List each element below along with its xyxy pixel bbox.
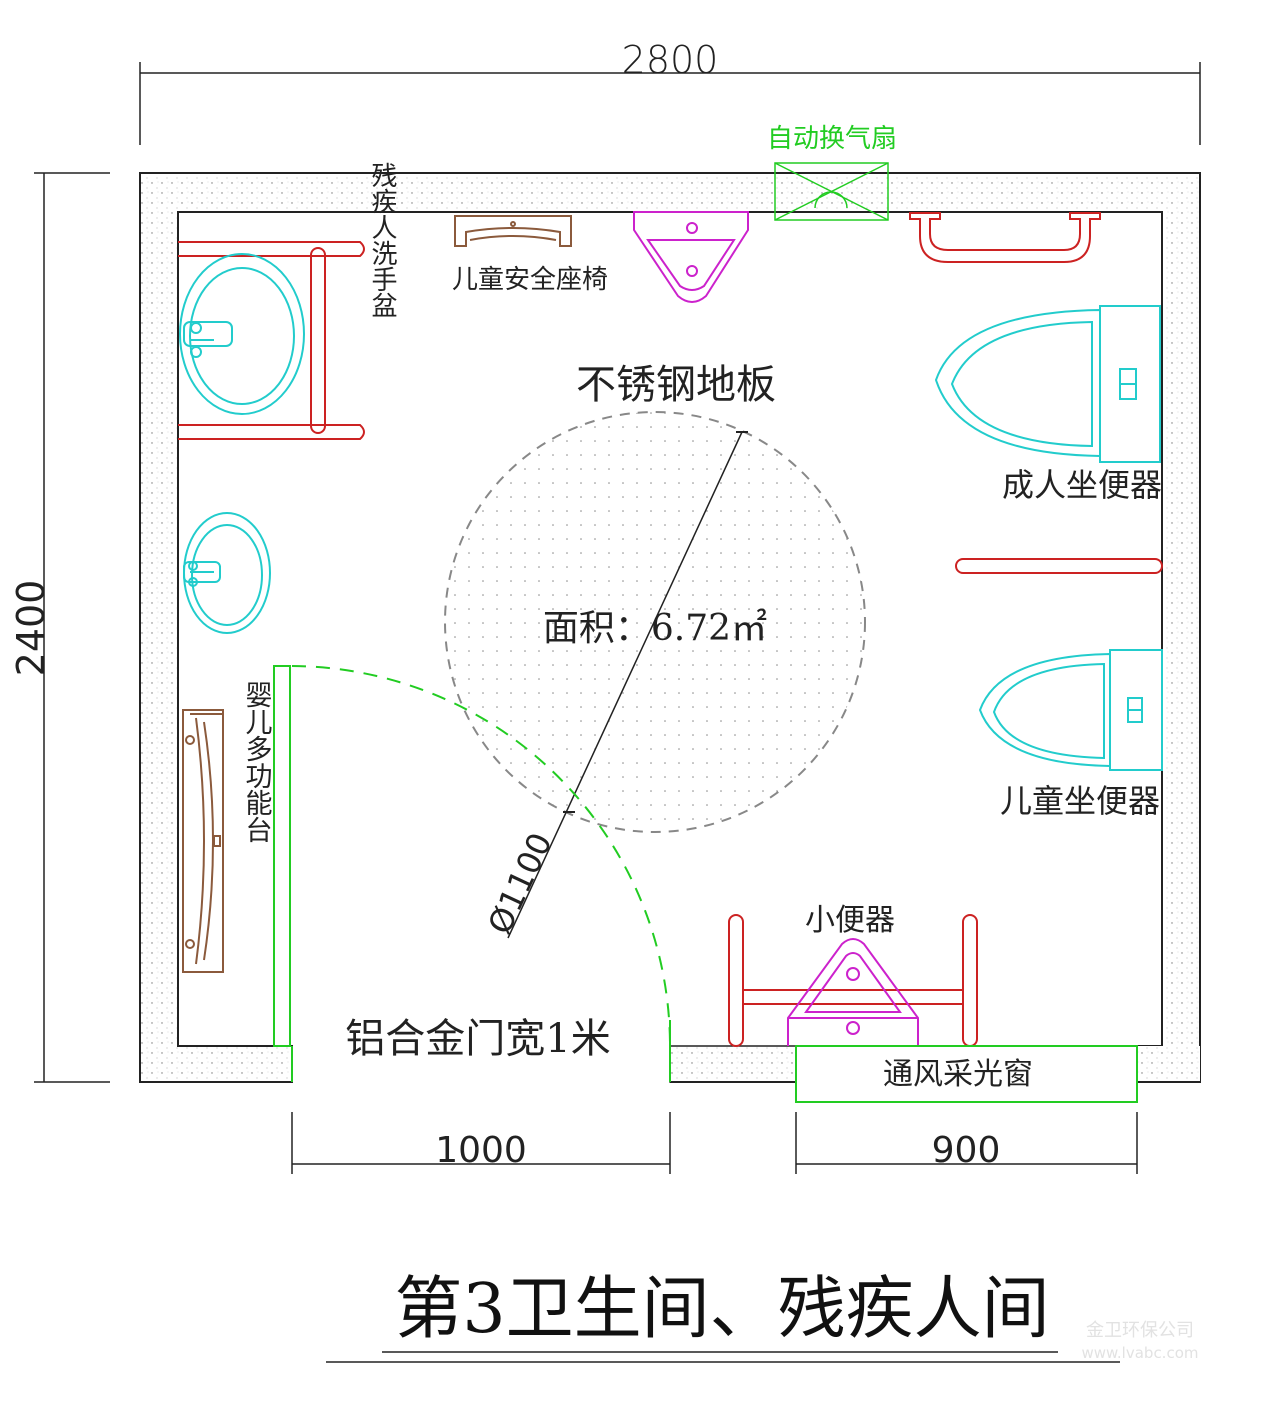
top-urinal-icon: [633, 211, 749, 303]
child-seat-icon: [454, 215, 572, 247]
top-grab-bar: [909, 212, 1101, 263]
small-basin-icon: [183, 512, 271, 634]
door-label: 铝合金门宽1米: [345, 1016, 610, 1062]
adult-toilet-label: 成人坐便器: [1002, 466, 1162, 504]
child-toilet-label: 儿童坐便器: [1000, 782, 1160, 820]
urinal-grab-bars: [728, 914, 978, 1047]
watermark-company: 金卫环保公司: [1086, 1320, 1194, 1341]
turning-diameter-label: Ø1100: [480, 827, 560, 940]
baby-station-label: 婴儿多功能台: [241, 681, 273, 843]
middle-grab-bar: [955, 558, 1163, 574]
floor-label: 不锈钢地板: [576, 362, 776, 408]
dimension-door: [291, 1112, 671, 1174]
child-seat-label: 儿童安全座椅: [452, 265, 608, 295]
urinal-icon: [787, 938, 919, 1046]
dimension-width-label: 2800: [622, 38, 719, 82]
door[interactable]: [273, 665, 671, 1082]
urinal-label: 小便器: [805, 903, 895, 938]
dimension-door-label: 1000: [435, 1130, 527, 1171]
dimension-window-label: 900: [932, 1130, 1001, 1171]
disabled-basin-icon: [178, 241, 365, 440]
adult-toilet-icon: [934, 305, 1161, 463]
disabled-basin-label: 残疾人洗手盆: [367, 162, 397, 318]
page-title: 第3卫生间、残疾人间: [394, 1270, 1049, 1349]
child-toilet-icon: [978, 649, 1163, 771]
turning-circle: [444, 411, 866, 939]
window[interactable]: [795, 1045, 1138, 1103]
dimension-left: [34, 172, 110, 1083]
fan-label: 自动换气扇: [767, 124, 897, 154]
exhaust-fan-icon: [774, 162, 889, 221]
baby-station-icon: [182, 709, 224, 973]
dimension-window: [795, 1112, 1138, 1174]
window-label: 通风采光窗: [883, 1057, 1033, 1092]
dimension-height-label: 2400: [9, 580, 53, 677]
area-label: 面积：6.72㎡: [543, 607, 767, 649]
dimension-top: [139, 62, 1201, 145]
watermark-url: www.lvabc.com: [1081, 1344, 1198, 1362]
